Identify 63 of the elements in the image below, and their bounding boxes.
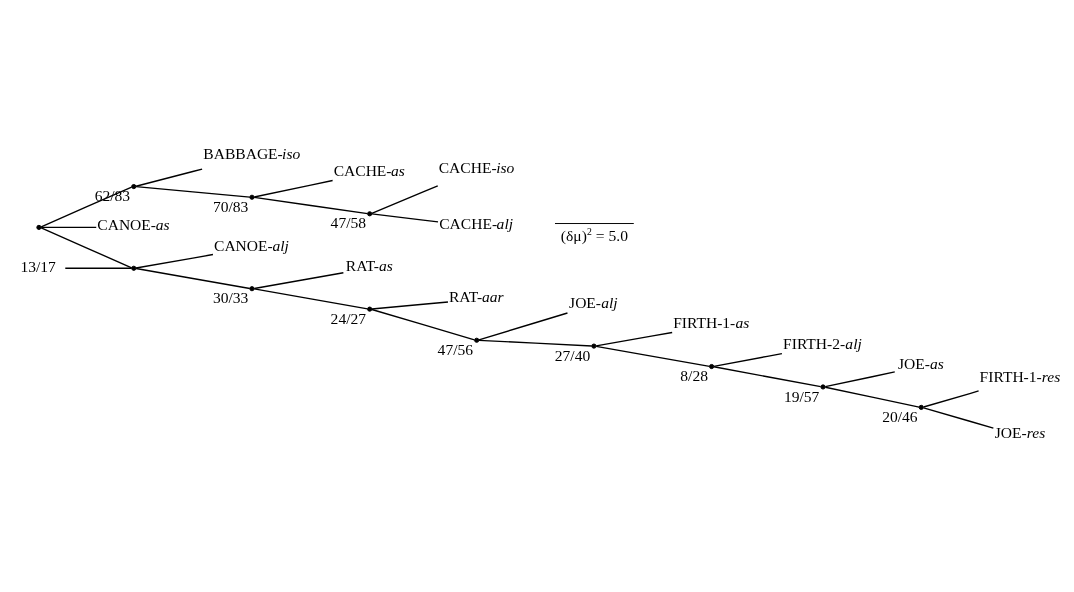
connector (922, 390, 980, 408)
node-text: JOE-as (897, 355, 944, 373)
connector (595, 345, 711, 367)
node-text: RAT-as (345, 257, 393, 274)
connector (40, 227, 133, 269)
connector (824, 386, 920, 408)
connector (371, 185, 439, 214)
node-text: FIRTH-2-alj (783, 334, 862, 352)
node-text: RAT-aar (448, 288, 504, 306)
node-label: 19/57 (783, 387, 820, 405)
node-point (131, 265, 137, 271)
connector (253, 179, 334, 198)
connector (595, 331, 673, 347)
node-text: FIRTH-1-as (673, 314, 750, 332)
connector (253, 272, 345, 290)
connector (824, 371, 896, 388)
node-text: CACHE-iso (438, 158, 515, 176)
node-point (367, 306, 373, 312)
label: (δμ)$^{2}$ = 5.0 (560, 226, 628, 244)
node-text: BABBAGE-iso (203, 145, 301, 163)
node-point (131, 183, 137, 190)
connector (40, 226, 97, 229)
node-point (249, 286, 255, 292)
connector (135, 253, 214, 269)
connector (371, 213, 439, 223)
node-text: CACHE-as (333, 161, 405, 179)
node-point (474, 337, 480, 343)
connector (478, 339, 593, 347)
connector (253, 196, 369, 215)
connector (922, 407, 995, 429)
connector (713, 352, 783, 367)
node-text: CANOE-as (97, 216, 170, 234)
node-point (367, 211, 373, 217)
node-point (591, 343, 597, 349)
node-label: 24/27 (330, 309, 367, 327)
connector (478, 312, 569, 341)
connector (713, 366, 822, 388)
connector (135, 168, 203, 187)
connector (40, 186, 133, 228)
node-label: 47/58 (330, 214, 367, 232)
node-point (918, 404, 924, 410)
connector (135, 186, 251, 198)
node-text: 13/17 (20, 257, 56, 275)
node-point (36, 224, 42, 230)
node-point (820, 384, 826, 390)
node-point (709, 363, 715, 370)
connector (135, 267, 251, 290)
node-label: 8/28 (680, 367, 708, 385)
node-label: 47/56 (437, 340, 474, 358)
node-text: CACHE-alj (439, 215, 514, 233)
node-text: FIRTH-1-res (979, 367, 1061, 385)
connector (64, 267, 133, 269)
connector (253, 288, 369, 310)
node-text: JOE-res (994, 424, 1046, 442)
node-label: 30/33 (212, 289, 249, 307)
connector (371, 301, 449, 310)
connector (371, 308, 476, 341)
node-text: CANOE-alj (214, 236, 289, 254)
node-label: 27/40 (554, 346, 591, 364)
node-point (249, 194, 255, 200)
node-label: 20/46 (882, 407, 918, 425)
node-text: JOE-alj (569, 293, 618, 311)
node-label: 70/83 (212, 197, 249, 215)
